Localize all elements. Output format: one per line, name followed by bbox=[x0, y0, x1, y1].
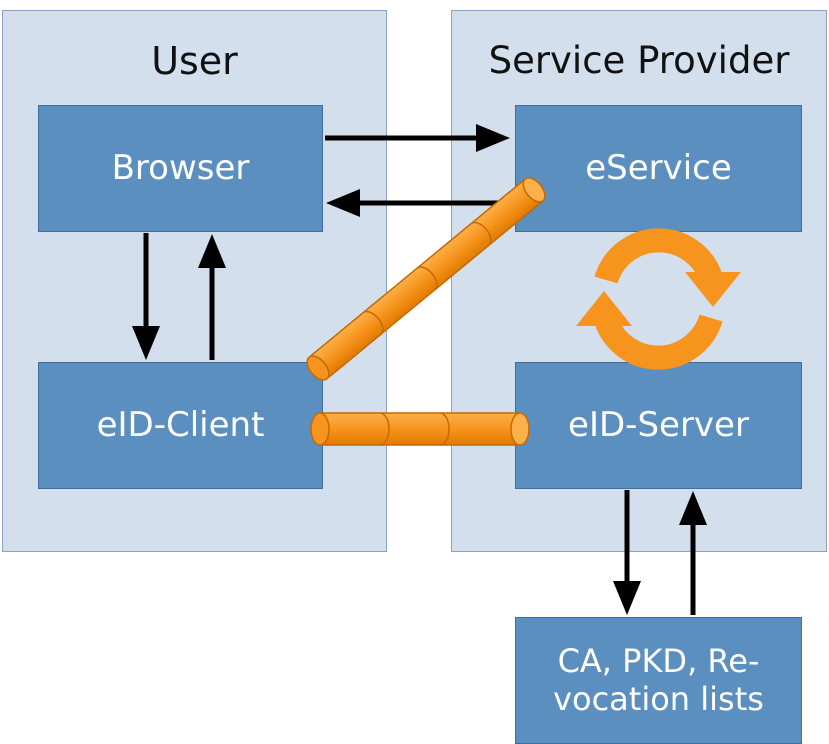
browser-box: Browser bbox=[38, 105, 323, 232]
secure-channel-client-eservice bbox=[306, 177, 546, 381]
secure-channel-client-server bbox=[310, 412, 530, 446]
arrow-eid-server-to-ca bbox=[613, 490, 641, 615]
eid-server-box: eID-Server bbox=[515, 362, 802, 489]
browser-label: Browser bbox=[111, 147, 250, 188]
arrow-ca-to-eid-server bbox=[679, 491, 707, 615]
eservice-box: eService bbox=[515, 105, 802, 232]
eid-client-label: eID-Client bbox=[96, 404, 265, 445]
circular-arrows-icon bbox=[576, 228, 741, 370]
arrow-eid-client-to-browser bbox=[198, 234, 226, 360]
ca-pkd-box: CA, PKD, Re- vocation lists bbox=[515, 617, 802, 744]
arrow-browser-to-eid-client bbox=[132, 233, 160, 360]
ca-pkd-label-line1: CA, PKD, Re- bbox=[557, 641, 760, 680]
ca-pkd-label-line2: vocation lists bbox=[553, 679, 764, 718]
eid-server-label: eID-Server bbox=[568, 404, 749, 445]
user-panel-title: User bbox=[151, 39, 238, 83]
eid-client-box: eID-Client bbox=[38, 362, 323, 489]
eservice-label: eService bbox=[585, 147, 732, 188]
service-provider-panel-title: Service Provider bbox=[488, 39, 790, 82]
arrow-browser-to-eservice bbox=[325, 124, 510, 152]
arrow-eservice-to-browser bbox=[326, 189, 513, 217]
